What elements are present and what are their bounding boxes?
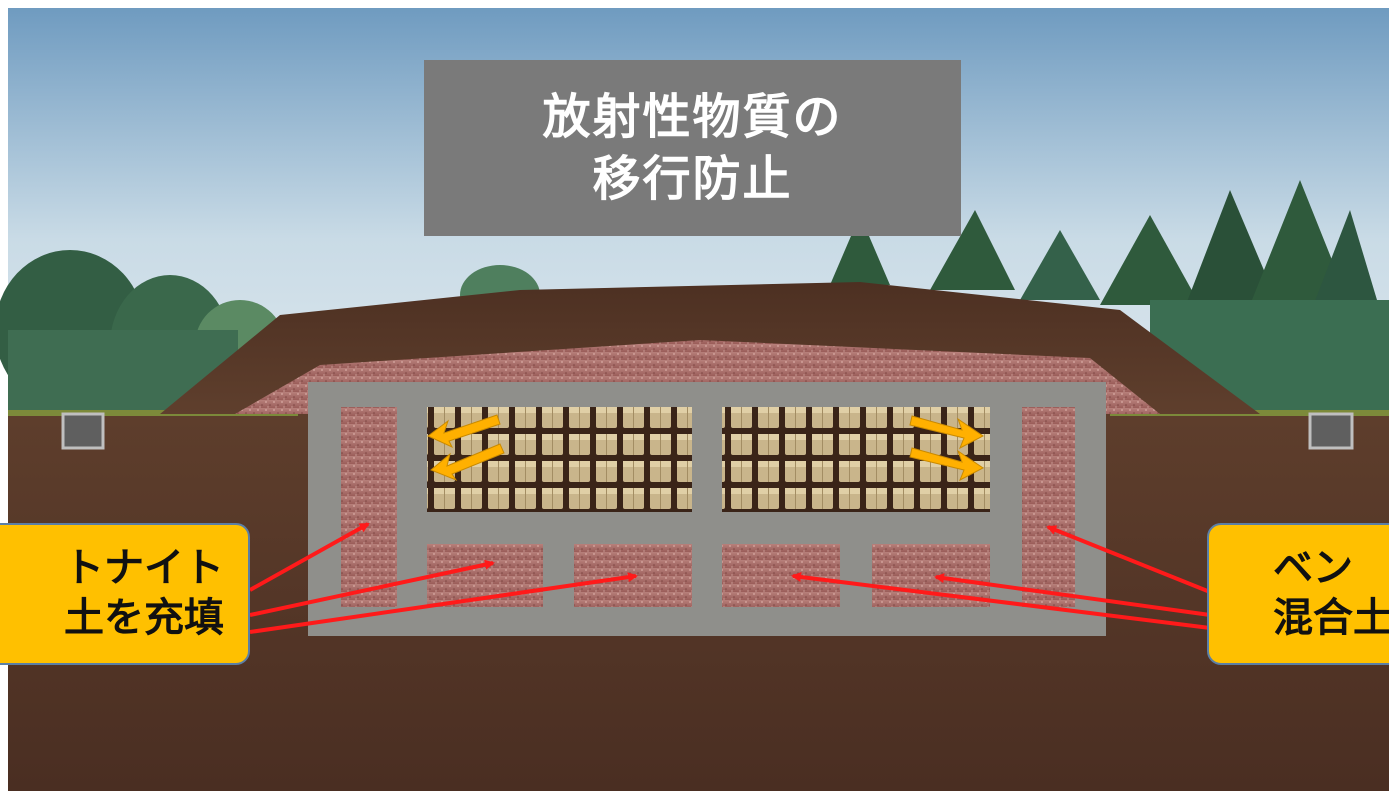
drain-left [61, 412, 105, 450]
migration-arrows [427, 414, 984, 482]
callout-right-line-2: 混合土 [1273, 595, 1389, 641]
title-line-1: 放射性物質の [542, 89, 843, 145]
title-box: 放射性物質の 移行防止 [424, 60, 961, 236]
callout-right-line-1: ベン [1273, 545, 1353, 591]
drain-right [1308, 412, 1354, 450]
callout-left: トナイト 土を充填 [0, 523, 250, 665]
bentonite-left-column [341, 407, 397, 607]
pointer-arrows [249, 522, 1211, 634]
callout-left-line-2: 土を充填 [64, 595, 224, 641]
bentonite-right-column [1022, 407, 1075, 607]
title-line-2: 移行防止 [592, 151, 793, 207]
forest [0, 180, 1389, 415]
bentonite-cell-3 [722, 544, 840, 607]
callout-left-line-1: トナイト [64, 545, 224, 591]
callout-right: ベン 混合土 [1207, 523, 1389, 665]
